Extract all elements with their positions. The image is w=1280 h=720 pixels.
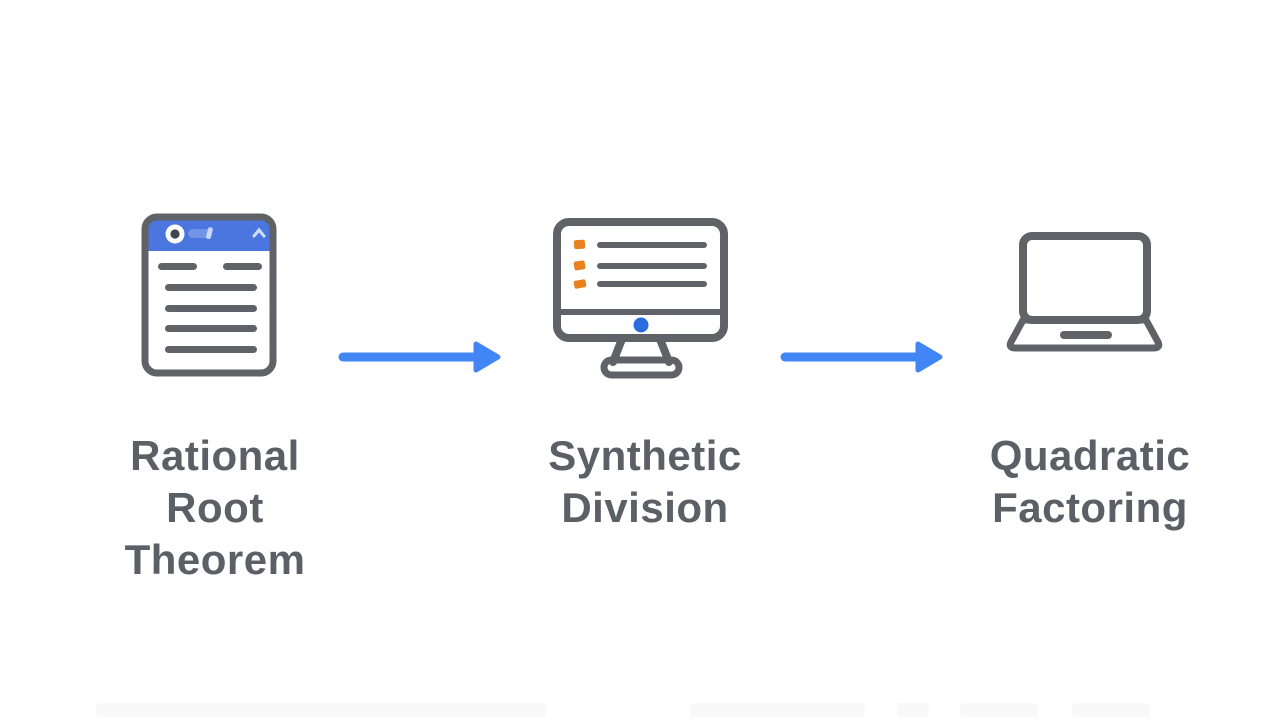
laptop-icon [1006, 232, 1163, 352]
arrow-right-icon [338, 341, 501, 373]
doc-line [165, 284, 257, 291]
doc-line [165, 325, 257, 332]
label-synthetic-division: Synthetic Division [520, 430, 770, 534]
flow-arrow-2 [778, 337, 948, 382]
doc-line [165, 305, 257, 312]
browser-document-icon [141, 213, 277, 377]
doc-line [165, 346, 257, 353]
step-rational-root-theorem [141, 213, 277, 382]
laptop-base [1006, 316, 1163, 352]
list-line [597, 281, 707, 287]
label-rational-root-theorem: Rational Root Theorem [90, 430, 340, 586]
laptop-trackpad [1060, 331, 1112, 339]
monitor-power-dot [633, 317, 649, 333]
titlebar-chevron-icon [252, 227, 266, 238]
ghost-artifact [960, 703, 1038, 717]
monitor-frame [553, 218, 728, 342]
label-line: Quadratic [989, 432, 1191, 479]
list-bullet [573, 239, 586, 250]
list-bullet [573, 260, 586, 271]
desktop-monitor-icon [553, 218, 728, 379]
doc-dash [158, 263, 197, 270]
step-synthetic-division [553, 218, 729, 385]
arrow-right-icon [780, 341, 943, 373]
label-line: Division [561, 484, 729, 531]
ghost-artifact [690, 703, 865, 717]
ghost-artifact [897, 703, 929, 717]
label-line: Synthetic [548, 432, 742, 479]
ghost-artifact [96, 703, 546, 717]
label-line: Theorem [124, 536, 306, 583]
list-bullet [573, 279, 587, 289]
laptop-screen [1019, 232, 1151, 324]
step-quadratic-factoring [1004, 230, 1164, 359]
label-line: Rational [130, 432, 300, 479]
ghost-artifact [1072, 703, 1150, 717]
titlebar-pill [188, 229, 211, 238]
titlebar-mark [206, 227, 213, 240]
label-line: Root [166, 484, 264, 531]
label-quadratic-factoring: Quadratic Factoring [953, 430, 1227, 534]
window-border [141, 213, 277, 377]
flow-arrow-1 [336, 337, 506, 382]
list-line [597, 263, 707, 269]
monitor-base [600, 356, 683, 379]
label-line: Factoring [992, 484, 1188, 531]
list-line [597, 242, 707, 248]
doc-dash [223, 263, 262, 270]
